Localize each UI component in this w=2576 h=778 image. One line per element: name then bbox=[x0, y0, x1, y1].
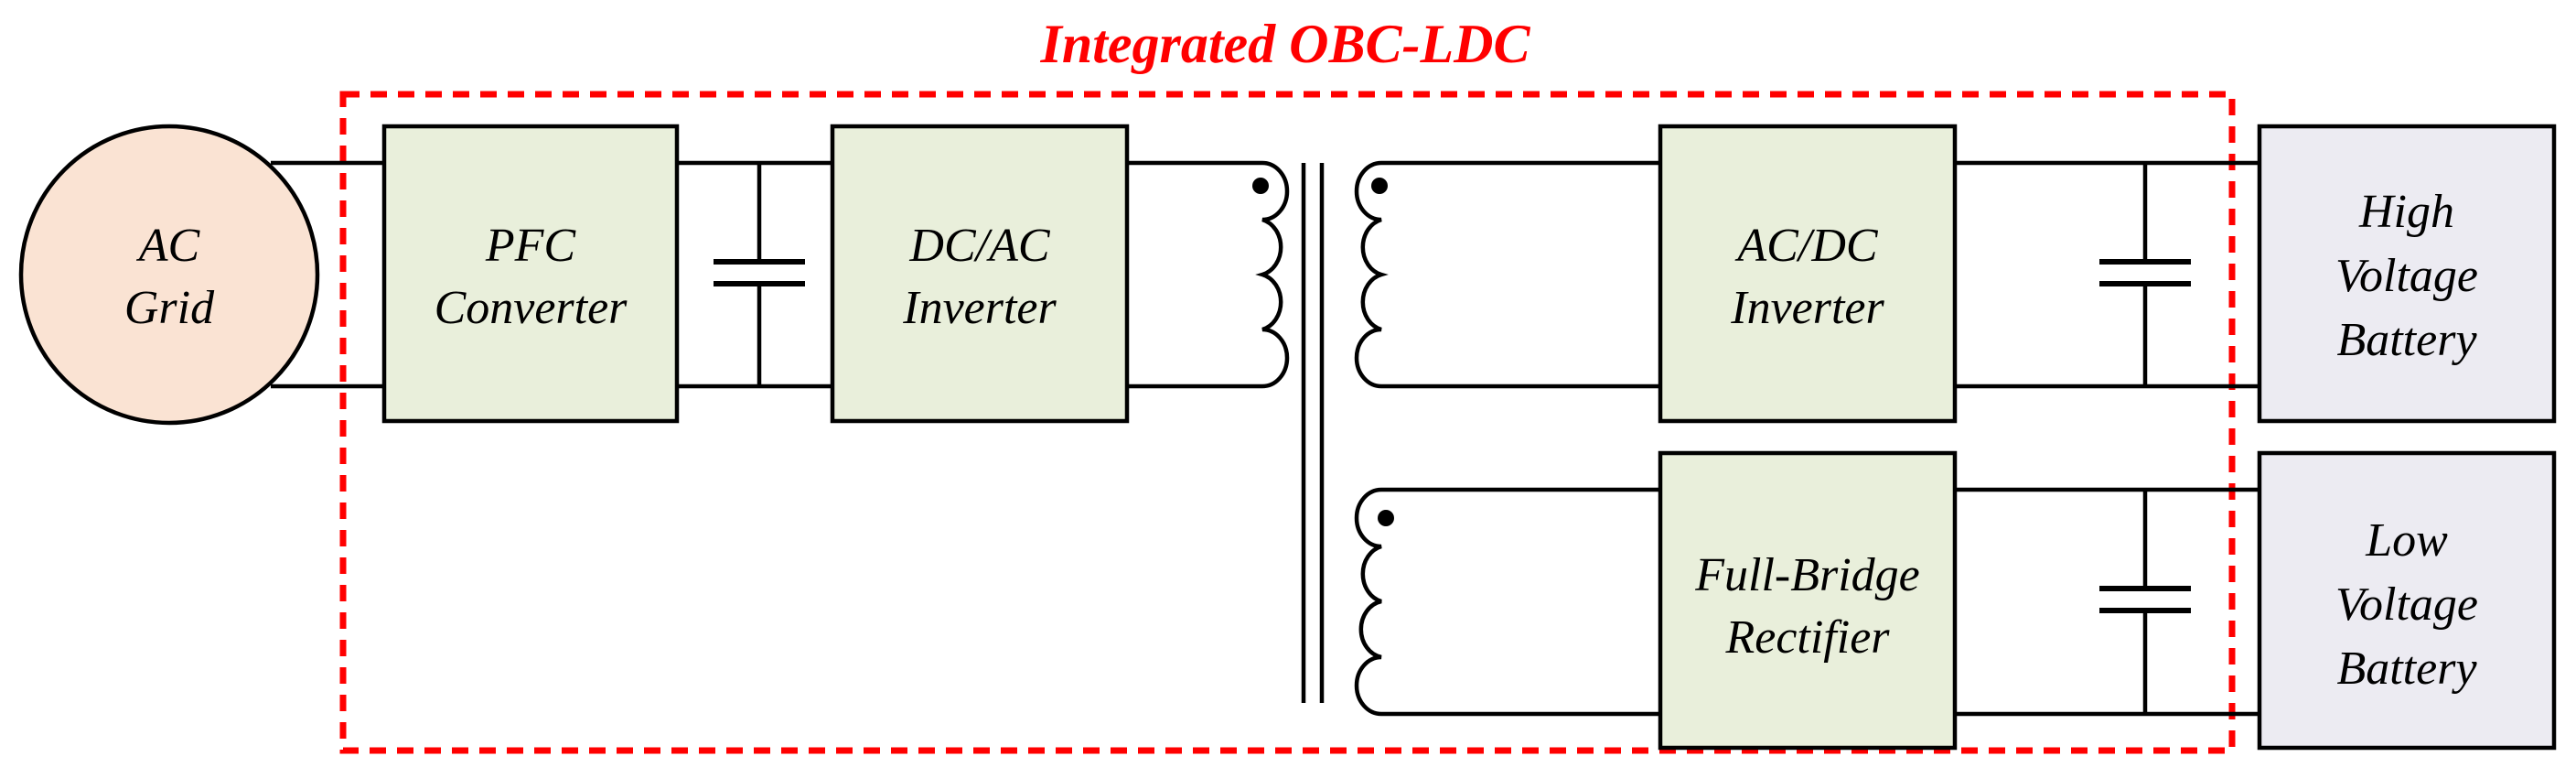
ac-grid-source: AC Grid bbox=[18, 124, 320, 426]
primary-polarity-dot bbox=[1252, 178, 1269, 194]
secondary-hv-polarity-dot bbox=[1371, 178, 1388, 194]
rectifier-label-line1: Full-Bridge bbox=[1694, 549, 1920, 601]
lv-output-capacitor bbox=[2099, 586, 2191, 613]
acdc-label-line2: Inverter bbox=[1730, 282, 1884, 334]
dcac-label-line1: DC/AC bbox=[908, 220, 1050, 272]
wires bbox=[271, 160, 2259, 717]
lv-battery-label-line3: Battery bbox=[2336, 643, 2477, 695]
hv-battery-label-line2: Voltage bbox=[2335, 250, 2478, 302]
dcac-label-line2: Inverter bbox=[902, 282, 1057, 334]
hv-output-capacitor bbox=[2099, 259, 2191, 286]
dc-link-capacitor bbox=[714, 259, 805, 286]
ac-grid-label-line2: Grid bbox=[124, 282, 215, 334]
lv-battery-label-line2: Voltage bbox=[2335, 578, 2478, 631]
primary-winding bbox=[1255, 160, 1290, 389]
diagram-title: Integrated OBC-LDC bbox=[1039, 14, 1530, 74]
integrated-boundary bbox=[339, 91, 2236, 754]
acdc-label-line1: AC/DC bbox=[1734, 220, 1878, 272]
low-voltage-battery: Low Voltage Battery bbox=[2257, 450, 2557, 751]
dcac-inverter-block: DC/AC Inverter bbox=[830, 124, 1130, 424]
full-bridge-rectifier-block: Full-Bridge Rectifier bbox=[1658, 450, 1958, 751]
transformer bbox=[1252, 160, 1394, 717]
acdc-inverter-block: AC/DC Inverter bbox=[1658, 124, 1958, 424]
lv-battery-label-line1: Low bbox=[2365, 514, 2448, 567]
pfc-label-line1: PFC bbox=[485, 220, 577, 272]
secondary-winding-lv bbox=[1354, 487, 1382, 717]
pfc-converter-block: PFC Converter bbox=[381, 124, 680, 424]
secondary-winding-hv bbox=[1354, 160, 1389, 389]
ac-grid-label-line1: AC bbox=[136, 220, 201, 272]
rectifier-label-line2: Rectifier bbox=[1724, 611, 1890, 664]
hv-battery-label-line1: High bbox=[2358, 186, 2454, 238]
high-voltage-battery: High Voltage Battery bbox=[2257, 124, 2557, 424]
pfc-label-line2: Converter bbox=[435, 282, 628, 334]
secondary-lv-polarity-dot bbox=[1378, 510, 1394, 526]
hv-battery-label-line3: Battery bbox=[2336, 314, 2477, 366]
